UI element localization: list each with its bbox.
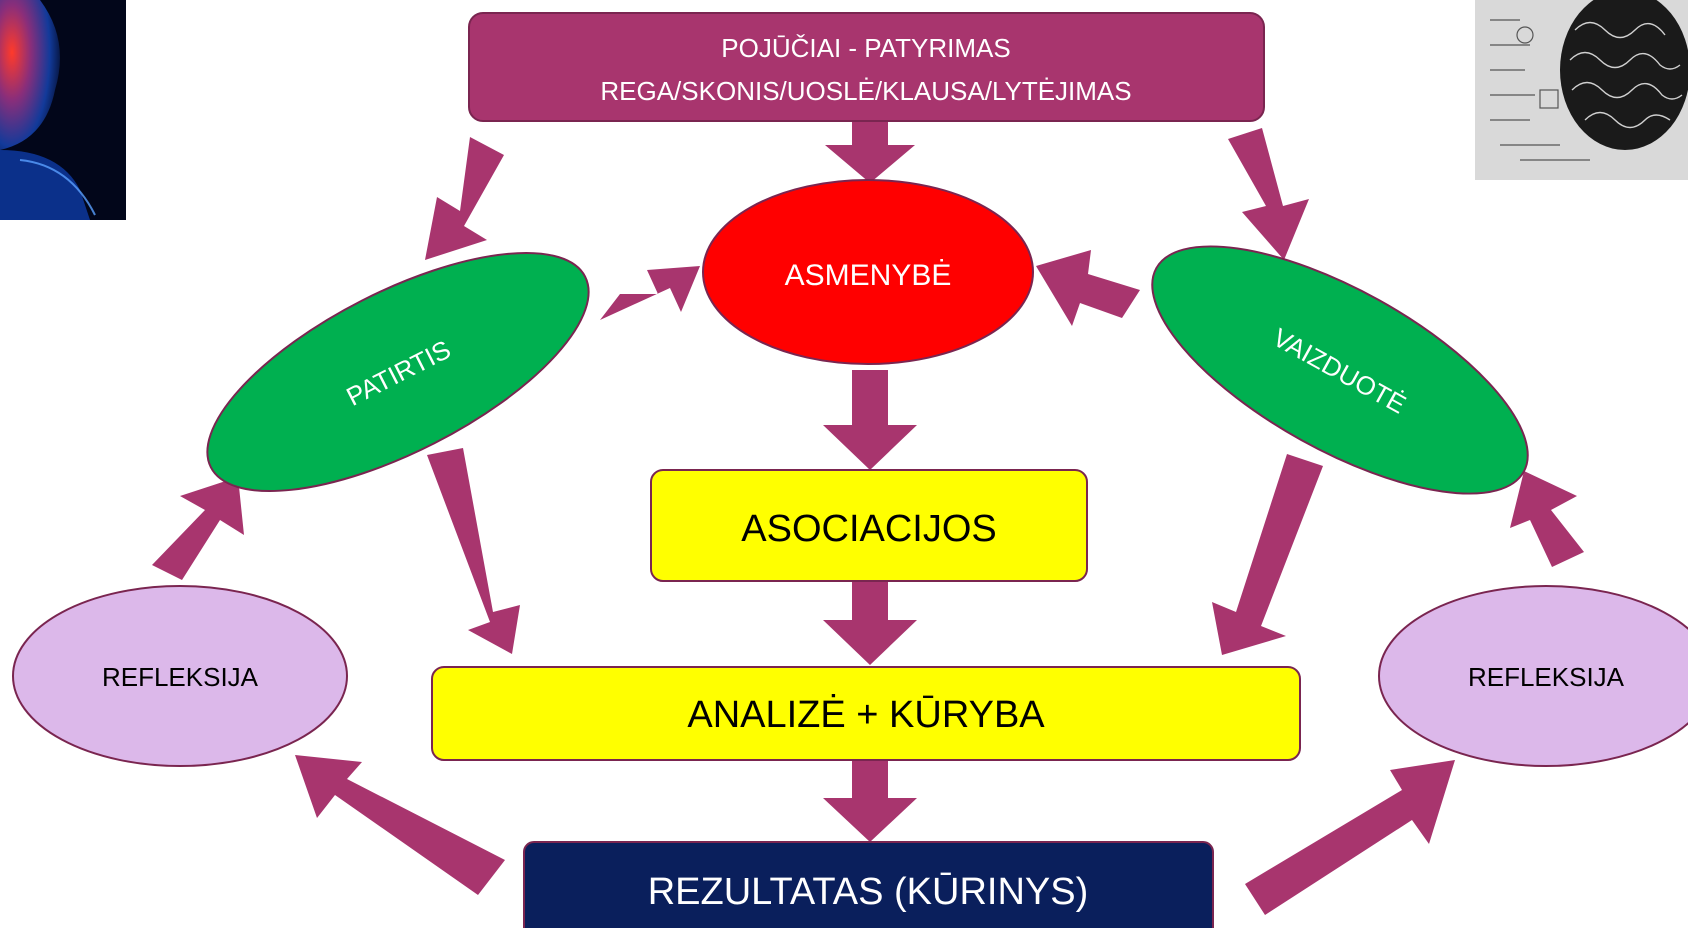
arrow-associations-to-analysis: [823, 582, 917, 665]
reflection-right-node: REFLEKSIJA: [1378, 585, 1688, 767]
senses-list: REGA/SKONIS/UOSLĖ/KLAUSA/LYTĖJIMAS: [600, 76, 1131, 106]
arrow-reflection-right-to-imagination: [1510, 471, 1584, 567]
associations-label: ASOCIACIJOS: [741, 508, 997, 550]
result-box: REZULTATAS (KŪRINYS): [523, 841, 1214, 928]
arrow-senses-to-imagination: [1228, 128, 1309, 260]
arrow-imagination-to-analysis: [1212, 454, 1323, 655]
senses-title: POJŪČIAI - PATYRIMAS: [721, 33, 1010, 63]
result-label: REZULTATAS (KŪRINYS): [648, 871, 1089, 913]
analysis-box: ANALIZĖ + KŪRYBA: [431, 666, 1301, 761]
arrow-reflection-left-to-experience: [152, 477, 244, 580]
arrow-experience-to-personality: [600, 266, 700, 320]
imagination-node: VAIZDUOTĖ: [1151, 245, 1529, 495]
associations-box: ASOCIACIJOS: [650, 469, 1088, 582]
personality-node: ASMENYBĖ: [702, 179, 1034, 365]
experience-node: PATIRTIS: [206, 251, 590, 493]
reflection-right-label: REFLEKSIJA: [1468, 662, 1625, 692]
arrow-analysis-to-result: [823, 760, 917, 842]
reflection-left-node: REFLEKSIJA: [12, 585, 348, 767]
arrows: [152, 122, 1584, 915]
senses-box: POJŪČIAI - PATYRIMAS REGA/SKONIS/UOSLĖ/K…: [468, 12, 1265, 122]
arrow-imagination-to-personality: [1036, 250, 1140, 326]
arrow-result-to-reflection-left: [295, 755, 505, 895]
brain-head-illustration: [0, 0, 126, 220]
sketch-brain-drawing: [1475, 0, 1688, 180]
reflection-left-label: REFLEKSIJA: [102, 662, 259, 692]
analysis-label: ANALIZĖ + KŪRYBA: [687, 693, 1045, 736]
arrow-senses-to-experience: [425, 137, 504, 260]
personality-label: ASMENYBĖ: [785, 259, 952, 292]
arrow-result-to-reflection-right: [1245, 760, 1455, 915]
arrow-personality-to-associations: [823, 370, 917, 470]
arrow-senses-to-personality: [825, 122, 915, 183]
arrow-experience-to-analysis: [427, 448, 520, 654]
